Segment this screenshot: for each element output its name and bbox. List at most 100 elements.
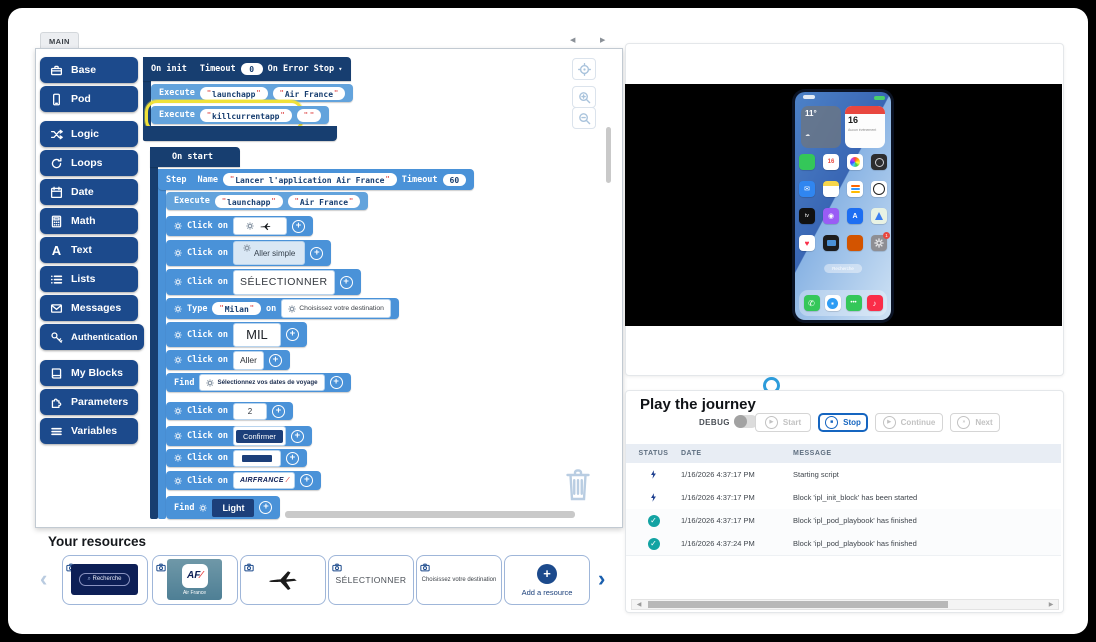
resource-card-plane[interactable]	[240, 555, 326, 605]
resource-card-selectionner[interactable]: SÉLECTIONNER	[328, 555, 414, 605]
on-init-footer[interactable]	[143, 126, 337, 141]
add-resource-button[interactable]: + Add a resource	[504, 555, 590, 605]
sidebar-item-messages[interactable]: Messages	[40, 295, 138, 321]
block-click-stripe[interactable]: Click on +	[166, 449, 307, 467]
sidebar-item-base[interactable]: Base	[40, 57, 138, 83]
block-execute-killcurrentapp[interactable]: Execute killcurrentapp	[151, 106, 330, 124]
execute-arg1-field[interactable]: launchapp	[199, 86, 268, 100]
block-click-plane[interactable]: Click on +	[166, 216, 313, 236]
collapse-right-icon[interactable]: ▶	[600, 37, 606, 44]
block-find-light[interactable]: Find Light +	[166, 496, 281, 519]
gear-icon[interactable]	[174, 278, 182, 286]
resources-prev-icon[interactable]: ‹	[40, 566, 48, 591]
block-click-selectionner[interactable]: Click on SÉLECTIONNER +	[166, 269, 361, 295]
image-field-aller[interactable]: Aller	[232, 350, 264, 370]
zoom-in-button[interactable]	[572, 86, 596, 108]
sidebar-item-variables[interactable]: Variables	[40, 418, 138, 444]
gear-icon[interactable]	[174, 477, 182, 485]
add-param-icon[interactable]: +	[271, 404, 285, 418]
block-click-aller-simple[interactable]: Click on Aller simple +	[166, 240, 332, 266]
sidebar-item-logic[interactable]: Logic	[40, 121, 138, 147]
add-param-icon[interactable]: +	[310, 246, 324, 260]
step-name-field[interactable]: Lancer l'application Air France	[222, 173, 397, 186]
zoom-out-button[interactable]	[572, 107, 596, 129]
gear-icon[interactable]	[174, 454, 182, 462]
execute-arg2-field[interactable]: Air France	[287, 194, 361, 208]
sidebar-item-math[interactable]: Math	[40, 208, 138, 234]
image-field-mil[interactable]: MIL	[232, 322, 281, 347]
block-click-airfrance[interactable]: Click on AIRFRANCE⁄ +	[166, 471, 322, 490]
collapse-left-icon[interactable]: ◀	[570, 37, 576, 44]
gear-icon[interactable]	[174, 356, 182, 364]
image-field-aller-simple[interactable]: Aller simple	[232, 241, 306, 265]
gear-icon[interactable]	[199, 504, 207, 512]
type-value-field[interactable]: Milan	[212, 302, 262, 315]
add-param-icon[interactable]: +	[285, 451, 299, 465]
center-view-button[interactable]	[572, 58, 596, 80]
block-type-destination[interactable]: Type Milan on Choisissez votre destinati…	[166, 298, 399, 319]
scrollbar-thumb[interactable]	[648, 601, 948, 608]
block-find-dates[interactable]: Find Sélectionnez vos dates de voyage +	[166, 373, 351, 392]
block-execute-launchapp[interactable]: Execute launchapp Air France	[151, 84, 354, 102]
execute-arg1-field[interactable]: launchapp	[214, 194, 283, 208]
sidebar-item-my-blocks[interactable]: My Blocks	[40, 360, 138, 386]
scroll-left-icon[interactable]: ◀	[636, 602, 642, 608]
add-param-icon[interactable]: +	[259, 501, 273, 514]
block-click-mil[interactable]: Click on MIL +	[166, 322, 307, 347]
add-param-icon[interactable]: +	[291, 219, 305, 233]
add-param-icon[interactable]: +	[285, 328, 299, 341]
resources-next-icon[interactable]: ›	[598, 566, 606, 591]
execute-arg2-field[interactable]	[296, 108, 322, 122]
add-param-icon[interactable]: +	[329, 376, 343, 389]
debug-toggle[interactable]	[734, 415, 758, 428]
block-on-start[interactable]: On start	[150, 147, 240, 167]
block-execute-launchapp-step[interactable]: Execute launchapp Air France	[166, 192, 369, 210]
sidebar-item-parameters[interactable]: Parameters	[40, 389, 138, 415]
resource-card-destination[interactable]: Choisissez votre destination	[416, 555, 502, 605]
gear-icon[interactable]	[174, 222, 182, 230]
add-param-icon[interactable]: +	[339, 275, 353, 289]
device-screen[interactable]: 11° ☁ 16 Aucun événement 16 ✉	[792, 89, 894, 323]
block-on-init[interactable]: On init Timeout 0 On Error Stop	[143, 57, 351, 81]
image-field-airfrance[interactable]: AIRFRANCE⁄	[232, 472, 296, 489]
add-param-icon[interactable]: +	[300, 474, 314, 487]
gear-icon[interactable]	[174, 432, 182, 440]
block-click-confirmer[interactable]: Click on Confirmer +	[166, 426, 312, 446]
on-error-dropdown[interactable]: Stop	[314, 64, 343, 74]
sidebar-item-pod[interactable]: Pod	[40, 86, 138, 112]
gear-icon[interactable]	[174, 249, 182, 257]
timeout-field[interactable]: 0	[240, 63, 263, 75]
image-field-confirmer[interactable]: Confirmer	[232, 426, 286, 446]
add-param-icon[interactable]: +	[290, 429, 304, 443]
next-button[interactable]: »Next	[950, 413, 1000, 432]
execute-arg1-field[interactable]: killcurrentapp	[199, 108, 292, 122]
resource-card-airfrance-app[interactable]: AF⁄ Air France	[152, 555, 238, 605]
sidebar-item-loops[interactable]: Loops	[40, 150, 138, 176]
image-field-2[interactable]: 2	[232, 402, 267, 420]
workspace-hscrollbar[interactable]	[285, 511, 575, 518]
sidebar-item-authentication[interactable]: Authentication	[40, 324, 144, 350]
gear-icon[interactable]	[174, 331, 182, 339]
stop-button[interactable]: ■Stop	[818, 413, 868, 432]
block-step[interactable]: Step Name Lancer l'application Air Franc…	[158, 169, 475, 190]
image-field-destination[interactable]: Choisissez votre destination	[281, 299, 391, 318]
image-field-stripe[interactable]	[232, 449, 281, 467]
sidebar-item-date[interactable]: Date	[40, 179, 138, 205]
start-button[interactable]: ▶Start	[755, 413, 811, 432]
image-field-selectionner[interactable]: SÉLECTIONNER	[232, 269, 335, 295]
image-field-plane[interactable]	[232, 217, 287, 235]
workspace-vscrollbar[interactable]	[606, 127, 611, 183]
image-field-light[interactable]: Light	[212, 498, 255, 517]
scroll-right-icon[interactable]: ▶	[1048, 602, 1054, 608]
execute-arg2-field[interactable]: Air France	[272, 86, 346, 100]
block-click-2[interactable]: Click on 2 +	[166, 402, 293, 420]
image-field-dates[interactable]: Sélectionnez vos dates de voyage	[199, 374, 325, 391]
block-click-aller[interactable]: Click on Aller +	[166, 350, 290, 370]
gear-icon[interactable]	[174, 407, 182, 415]
resource-card-recherche[interactable]: ⌕ Recherche	[62, 555, 148, 605]
log-table-hscrollbar[interactable]: ◀ ▶	[631, 599, 1059, 610]
sidebar-item-lists[interactable]: Lists	[40, 266, 138, 292]
gear-icon[interactable]	[174, 305, 182, 313]
trash-icon[interactable]	[563, 466, 593, 507]
